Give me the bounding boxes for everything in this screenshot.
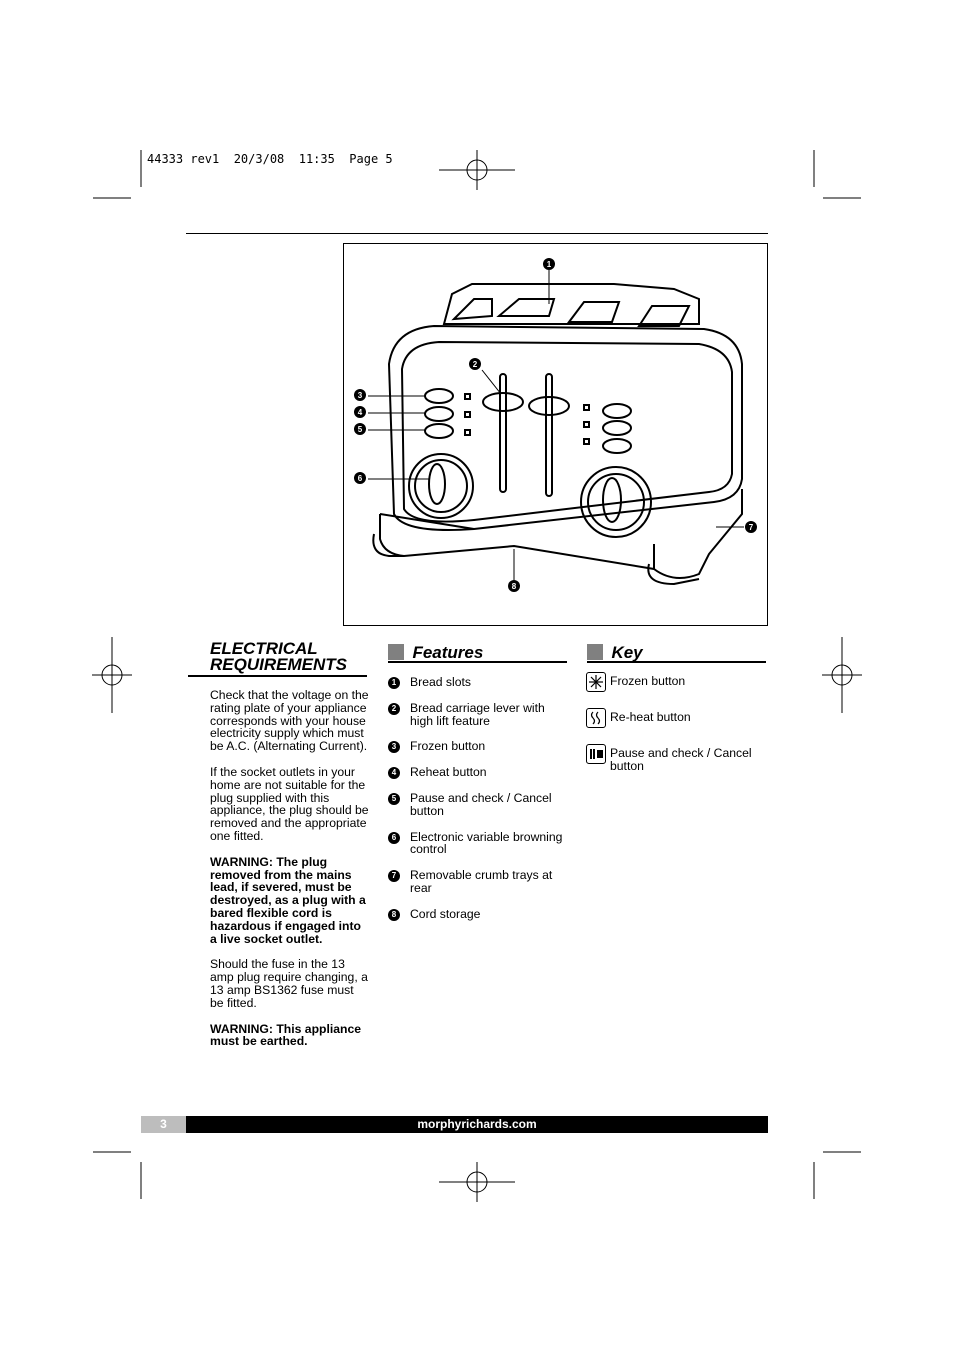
- paragraph-voltage: Check that the voltage on the rating pla…: [210, 688, 369, 754]
- toaster-diagram: 1 2 3 4 5 6 7 8: [343, 243, 768, 626]
- callout-7: 7: [745, 521, 757, 533]
- heading-square: [388, 644, 404, 660]
- callout-6: 6: [354, 472, 366, 484]
- electrical-body: Check that the voltage on the rating pla…: [210, 689, 370, 1061]
- svg-text:4: 4: [358, 408, 363, 417]
- callout-1: 1: [543, 258, 555, 270]
- svg-text:3: 3: [358, 391, 363, 400]
- callout-8: 8: [508, 580, 520, 592]
- list-item: Re-heat button: [586, 708, 766, 731]
- features-rule: [388, 661, 567, 663]
- key-heading: Key: [587, 643, 643, 663]
- warning-earthed: WARNING: This appliance must be earthed.: [210, 1021, 362, 1049]
- pause-icon: [586, 744, 606, 764]
- warning-plug: WARNING: The plug removed from the mains…: [210, 854, 366, 946]
- features-heading: Features: [388, 643, 483, 663]
- page-number: 3: [141, 1116, 186, 1133]
- callout-3: 3: [354, 389, 366, 401]
- top-rule: [186, 233, 768, 234]
- snowflake-icon: [586, 672, 606, 692]
- toaster-illustration: 1 2 3 4 5 6 7 8: [354, 258, 757, 592]
- reheat-icon: [586, 708, 606, 728]
- svg-text:8: 8: [512, 582, 517, 591]
- svg-text:5: 5: [358, 425, 363, 434]
- callout-2: 2: [469, 358, 481, 370]
- list-item: Frozen button: [586, 672, 766, 695]
- list-item: Pause and check / Cancel button: [586, 744, 766, 773]
- electrical-heading: ELECTRICAL REQUIREMENTS: [210, 639, 347, 674]
- callout-4: 4: [354, 406, 366, 418]
- svg-text:7: 7: [749, 523, 754, 532]
- paragraph-socket: If the socket outlets in your home are n…: [210, 764, 369, 843]
- callout-5: 5: [354, 423, 366, 435]
- website-footer: morphyrichards.com: [186, 1116, 768, 1133]
- key-list: Frozen button Re-heat button Pause and c…: [586, 672, 766, 786]
- paragraph-fuse: Should the fuse in the 13 amp plug requi…: [210, 957, 368, 1010]
- key-rule: [587, 661, 766, 663]
- electrical-rule: [188, 675, 367, 677]
- heading-square: [587, 644, 603, 660]
- svg-text:1: 1: [547, 260, 552, 269]
- print-slug: 44333 rev1 20/3/08 11:35 Page 5: [147, 152, 393, 166]
- svg-text:6: 6: [358, 474, 363, 483]
- svg-text:2: 2: [473, 360, 478, 369]
